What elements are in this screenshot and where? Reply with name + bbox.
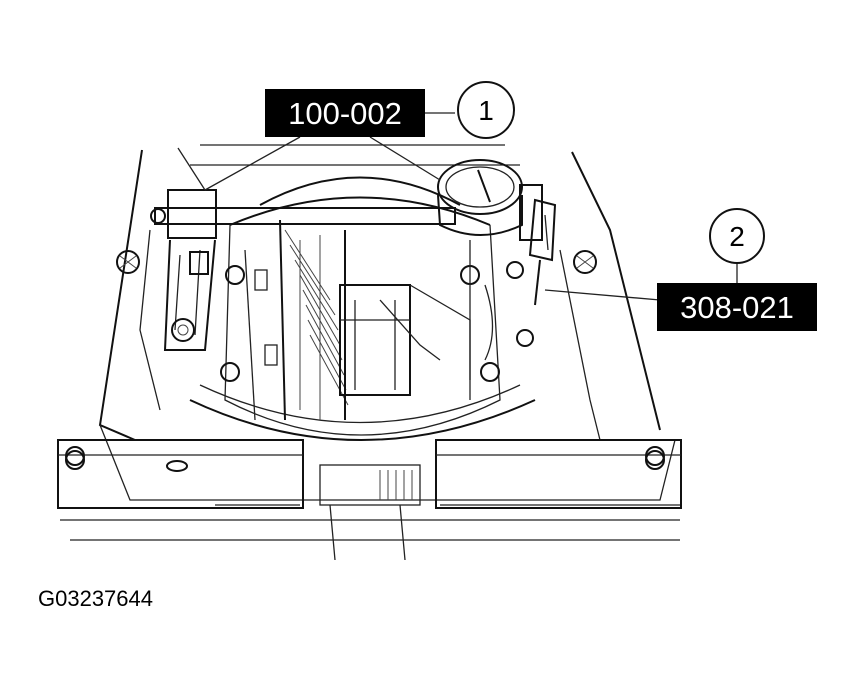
callout-number: 1	[478, 95, 494, 126]
ring-gear-assembly	[189, 176, 536, 441]
callout-circle	[457, 81, 515, 139]
indicator-adapter-tool	[528, 198, 557, 306]
callout-circle	[709, 208, 765, 264]
callout-1: 100-002 1	[265, 81, 515, 139]
leader-lines	[204, 112, 738, 301]
tool-label-100-002	[265, 89, 425, 137]
tool-label-308-021	[657, 283, 817, 331]
base-plates	[57, 439, 682, 561]
figure-id: G03237644	[38, 586, 153, 611]
callout-2: 2 308-021	[657, 208, 817, 331]
tool-code-text: 100-002	[288, 96, 402, 131]
differential-housing	[60, 144, 680, 541]
callout-number: 2	[729, 221, 745, 252]
tool-code-text: 308-021	[680, 290, 794, 325]
dial-indicator-tool	[150, 159, 543, 241]
bracket-left	[163, 147, 217, 351]
